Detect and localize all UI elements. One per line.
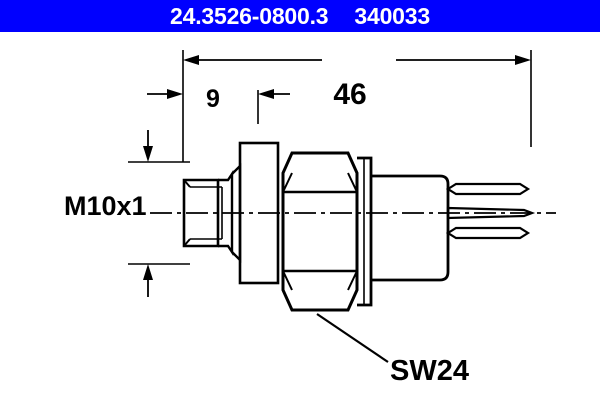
- drawing-canvas: 46 9 M10x1 SW24: [0, 32, 600, 400]
- arrowhead-46-right: [515, 55, 531, 65]
- terminal-pin-middle: [446, 206, 536, 220]
- header-bar: 24.3526-0800.3 340033: [0, 0, 600, 32]
- dimension-label-sw24: SW24: [390, 355, 469, 387]
- flange-plate: [238, 141, 280, 285]
- thread-shoulder: [218, 170, 234, 256]
- hex-nut-outline: [281, 151, 359, 312]
- dimension-label-9: 9: [206, 85, 220, 113]
- hex-bevel-bottom-left: [282, 270, 293, 291]
- arrowhead-46-left: [183, 55, 199, 65]
- hex-bevel-top-left: [282, 172, 293, 193]
- leader-line-sw24: [316, 313, 389, 363]
- arrowhead-m10-bottom: [143, 264, 153, 280]
- reference-number-label: 340033: [354, 2, 430, 29]
- switch-drawing-svg: 46 9 M10x1 SW24: [64, 50, 556, 387]
- part-number-label: 24.3526-0800.3: [170, 2, 329, 29]
- thread-chamfer-bottom: [183, 238, 191, 247]
- hex-bevel-top-right: [347, 172, 358, 193]
- terminal-pin-lower: [445, 226, 531, 240]
- dimension-label-m10x1: M10x1: [64, 191, 147, 221]
- thread-chamfer-top: [183, 179, 191, 188]
- switch-body-outline: [371, 174, 450, 282]
- arrowhead-m10-top: [143, 146, 153, 162]
- terminal-pin-upper: [445, 182, 531, 196]
- arrowhead-9-right: [258, 89, 274, 99]
- hex-bevel-bottom-right: [347, 270, 358, 291]
- arrowhead-9-left: [167, 89, 183, 99]
- dimension-label-46: 46: [333, 78, 366, 111]
